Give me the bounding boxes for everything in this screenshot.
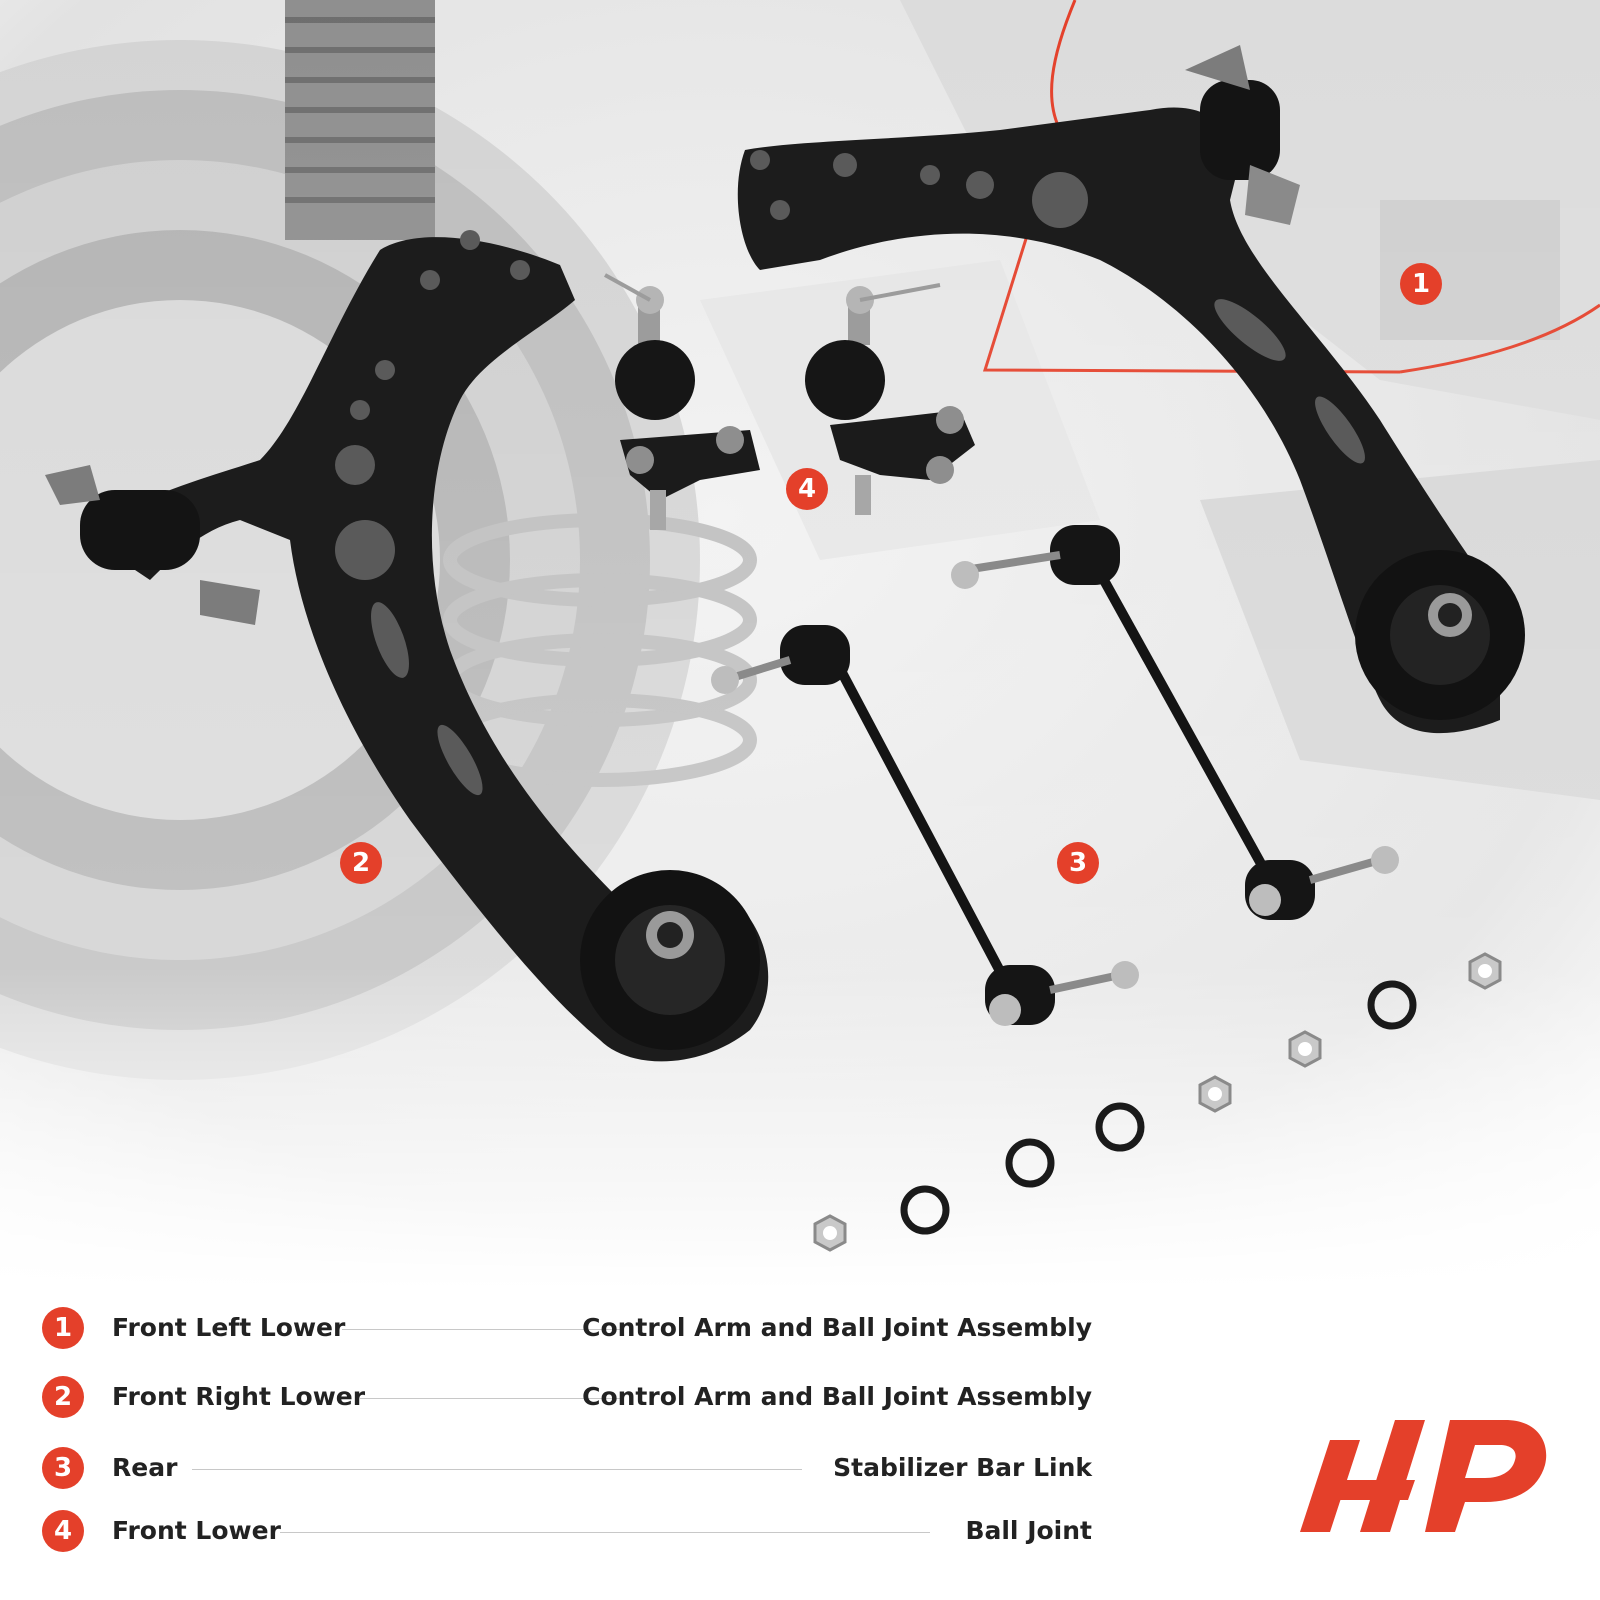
stabilizer-link-icon [711,625,1139,1026]
legend-part: Front Right Lower [112,1382,366,1411]
callout-badge-4: 4 [786,468,828,510]
control-arm-icon [45,230,769,1062]
legend-description: Stabilizer Bar Link [833,1453,1092,1482]
legend-description: Control Arm and Ball Joint Assembly [582,1313,1092,1342]
brand-logo [1300,1420,1547,1532]
parts-legend: 1 Front Left Lower Control Arm and Ball … [0,1290,1600,1600]
legend-row: 3 Rear Stabilizer Bar Link [42,1445,1092,1491]
stabilizer-link-icon [951,525,1399,920]
legend-description: Ball Joint [965,1516,1092,1545]
hardware-set [813,952,1502,1252]
legend-part: Rear [112,1453,178,1482]
legend-badge: 4 [42,1510,84,1552]
callout-badge-2: 2 [340,842,382,884]
parts-illustration [0,0,1600,1290]
callout-badge-1: 1 [1400,263,1442,305]
leader-line [280,1532,930,1533]
ball-joint-icon [805,283,975,515]
leader-line [342,1329,622,1330]
legend-badge: 3 [42,1447,84,1489]
leader-line [192,1469,802,1470]
legend-row: 1 Front Left Lower Control Arm and Ball … [42,1305,1092,1351]
control-arm-icon [737,45,1525,734]
ball-joint-icon [604,273,760,530]
legend-badge: 2 [42,1376,84,1418]
legend-row: 2 Front Right Lower Control Arm and Ball… [42,1374,1092,1420]
legend-row: 4 Front Lower Ball Joint [42,1508,1092,1554]
leader-line [360,1398,622,1399]
legend-badge: 1 [42,1307,84,1349]
legend-part: Front Lower [112,1516,281,1545]
legend-description: Control Arm and Ball Joint Assembly [582,1382,1092,1411]
callout-badge-3: 3 [1057,842,1099,884]
legend-part: Front Left Lower [112,1313,346,1342]
